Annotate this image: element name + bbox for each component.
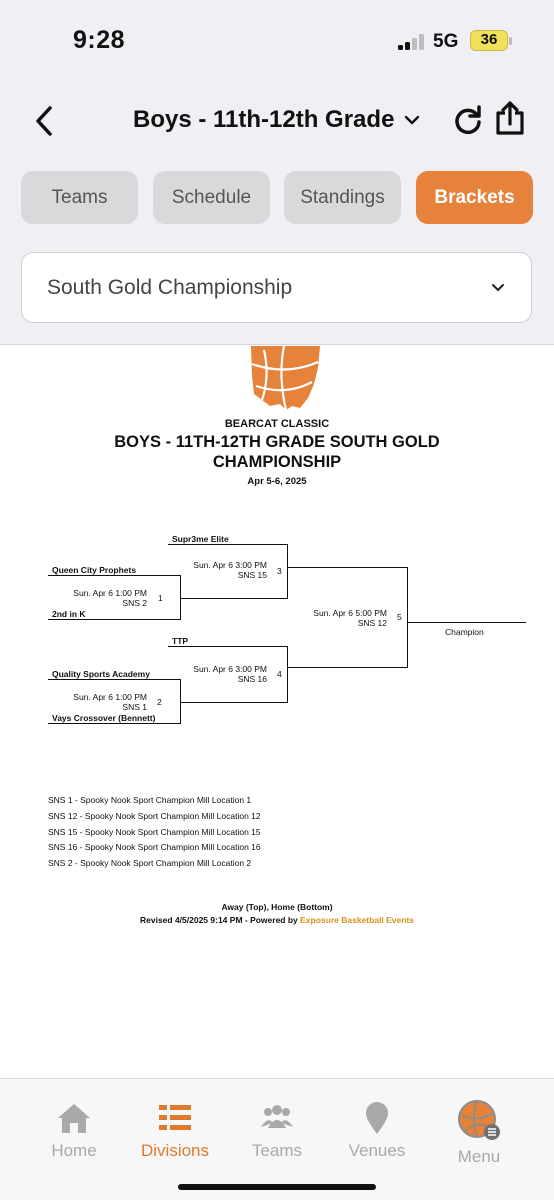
home-indicator (178, 1184, 376, 1190)
bracket-line (407, 622, 526, 623)
game-1-venue: SNS 2 (122, 598, 147, 608)
game-2-venue: SNS 1 (122, 702, 147, 712)
bracket-line (48, 619, 180, 620)
game-5-venue: SNS 12 (357, 618, 387, 628)
division-title-dropdown[interactable]: Boys - 11th-12th Grade (133, 106, 420, 134)
bracket-line (407, 567, 408, 668)
revised-line: Revised 4/5/2025 9:14 PM - Powered by Ex… (0, 915, 554, 925)
menu-logo-icon (458, 1100, 500, 1140)
battery-icon: 36 (470, 30, 508, 51)
bracket-line (180, 598, 288, 599)
game-4-number: 4 (277, 669, 282, 679)
bracket-line (48, 679, 180, 680)
game-2-number: 2 (157, 697, 162, 707)
bracket-title-line2: CHAMPIONSHIP (212, 453, 342, 471)
venue-item: SNS 16 - Spooky Nook Sport Champion Mill… (48, 842, 261, 853)
bracket-line (180, 702, 288, 703)
bracket-line (48, 575, 180, 576)
game-2-info: Sun. Apr 6 1:00 PM SNS 1 (40, 692, 147, 712)
game-5-number: 5 (397, 612, 402, 622)
division-title: Boys - 11th-12th Grade (133, 106, 395, 133)
bracket-title-line1: BOYS - 11TH-12TH GRADE SOUTH GOLD (114, 433, 440, 451)
section-tabs: Teams Schedule Standings Brackets (21, 171, 533, 224)
bracket-title: BOYS - 11TH-12TH GRADE SOUTH GOLD CHAMPI… (0, 432, 554, 472)
signal-icon (398, 34, 426, 50)
refresh-icon[interactable] (452, 104, 484, 136)
venue-item: SNS 2 - Spooky Nook Sport Champion Mill … (48, 858, 252, 869)
bottom-nav-label: Teams (251, 1141, 303, 1160)
bottom-tab-bar: Home Divisions Teams Venues Menu (0, 1078, 554, 1200)
game-4-time: Sun. Apr 6 3:00 PM (193, 664, 267, 674)
bracket-line (287, 646, 288, 703)
bottom-nav-home[interactable]: Home (29, 1101, 119, 1161)
game-3-info: Sun. Apr 6 3:00 PM SNS 15 (160, 560, 267, 580)
tab-standings[interactable]: Standings (284, 171, 401, 224)
game-2-time: Sun. Apr 6 1:00 PM (73, 692, 147, 702)
bracket-line (180, 575, 181, 620)
bracket-line (180, 679, 181, 724)
team-vays-crossover[interactable]: Vays Crossover (Bennett) (52, 713, 156, 723)
game-5-time: Sun. Apr 6 5:00 PM (313, 608, 387, 618)
champion-label: Champion (445, 627, 484, 637)
revised-text: Revised 4/5/2025 9:14 PM - Powered by (139, 915, 301, 925)
network-type: 5G (433, 31, 459, 52)
bottom-nav-venues[interactable]: Venues (332, 1101, 422, 1161)
chevron-down-icon (405, 115, 420, 125)
team-quality-sports-academy[interactable]: Quality Sports Academy (52, 669, 150, 679)
status-bar: 9:28 5G 36 (0, 0, 554, 80)
bottom-nav-teams[interactable]: Teams (232, 1101, 322, 1161)
chevron-down-icon (492, 284, 504, 291)
status-time: 9:28 (73, 26, 126, 54)
org-name: BEARCAT CLASSIC (224, 418, 330, 430)
venue-legend: SNS 1 - Spooky Nook Sport Champion Mill … (48, 793, 261, 872)
bracket-footnote: Away (Top), Home (Bottom) (221, 902, 333, 912)
bottom-nav-label: Menu (457, 1147, 501, 1166)
bracket-line (168, 544, 288, 545)
back-chevron-icon[interactable] (30, 104, 60, 138)
game-4-info: Sun. Apr 6 3:00 PM SNS 16 (160, 664, 267, 684)
bracket-select-value: South Gold Championship (47, 275, 293, 299)
team-2nd-in-k[interactable]: 2nd in K (52, 609, 86, 619)
team-ttp[interactable]: TTP (172, 636, 189, 646)
venue-item: SNS 1 - Spooky Nook Sport Champion Mill … (48, 795, 252, 805)
venue-item: SNS 12 - Spooky Nook Sport Champion Mill… (48, 810, 261, 821)
game-3-number: 3 (277, 566, 282, 576)
game-1-time: Sun. Apr 6 1:00 PM (73, 588, 147, 598)
bottom-nav-label: Home (51, 1141, 97, 1160)
teams-icon (261, 1105, 293, 1128)
bracket-document: BEARCAT CLASSIC BOYS - 11TH-12TH GRADE S… (0, 346, 554, 1078)
game-5-info: Sun. Apr 6 5:00 PM SNS 12 (280, 608, 387, 628)
bottom-nav-label: Divisions (140, 1141, 210, 1160)
game-3-venue: SNS 15 (237, 570, 267, 580)
powered-by-link[interactable]: Exposure Basketball Events (300, 915, 415, 925)
bracket-select[interactable]: South Gold Championship (21, 252, 532, 323)
team-queen-city-prophets[interactable]: Queen City Prophets (52, 565, 137, 575)
home-icon (58, 1104, 90, 1133)
bracket-line (287, 544, 288, 599)
venue-item: SNS 15 - Spooky Nook Sport Champion Mill… (48, 826, 261, 837)
bracket-line (168, 646, 288, 647)
tab-teams[interactable]: Teams (21, 171, 138, 224)
game-1-info: Sun. Apr 6 1:00 PM SNS 2 (40, 588, 147, 608)
bottom-nav-divisions[interactable]: Divisions (130, 1101, 220, 1161)
tab-schedule[interactable]: Schedule (153, 171, 270, 224)
bracket-line (287, 667, 408, 668)
bottom-nav-menu[interactable]: Menu (434, 1099, 524, 1167)
ohio-basketball-logo-icon (251, 346, 320, 411)
bracket-line (287, 567, 408, 568)
app-header: 9:28 5G 36 Boys - 11th-12th Grade (0, 0, 554, 345)
venue-pin-icon (366, 1102, 388, 1134)
tab-brackets[interactable]: Brackets (416, 171, 533, 224)
divisions-icon (159, 1105, 191, 1130)
game-4-venue: SNS 16 (237, 674, 267, 684)
battery-tip (509, 37, 512, 45)
game-1-number: 1 (158, 593, 163, 603)
game-3-time: Sun. Apr 6 3:00 PM (193, 560, 267, 570)
bracket-dates: Apr 5-6, 2025 (247, 476, 307, 487)
nav-bar: Boys - 11th-12th Grade (0, 90, 554, 150)
share-icon[interactable] (494, 100, 526, 136)
bottom-nav-label: Venues (348, 1141, 406, 1160)
team-supr3me-elite[interactable]: Supr3me Elite (172, 534, 229, 544)
bracket-line (48, 723, 180, 724)
